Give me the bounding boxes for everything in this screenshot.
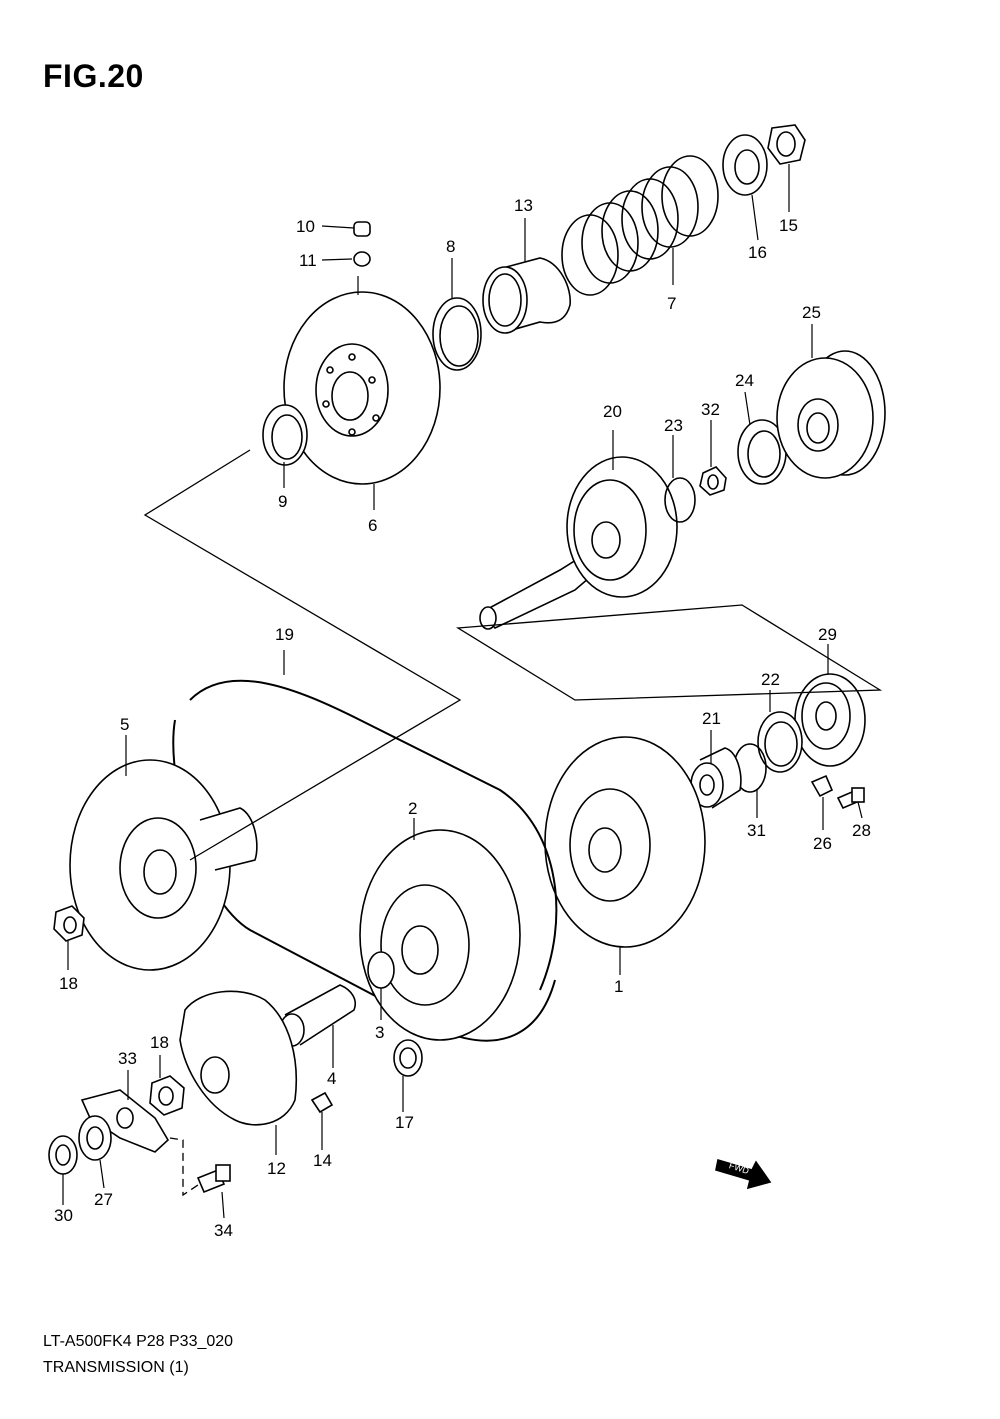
- callout-30: 30: [54, 1206, 73, 1225]
- part-29-bearing: [794, 673, 866, 767]
- callout-27: 27: [94, 1190, 113, 1209]
- callout-2: 2: [408, 799, 417, 818]
- callout-numbers: 1 2 3 4 5 6 7 8 9 10 11 12 13 14 15 16 1…: [54, 196, 871, 1240]
- callout-13: 13: [514, 196, 533, 215]
- callout-10: 10: [296, 217, 315, 236]
- callout-5: 5: [120, 715, 129, 734]
- part-18-nut-lower: [149, 1075, 185, 1116]
- callout-32: 32: [701, 400, 720, 419]
- callout-9: 9: [278, 492, 287, 511]
- fwd-arrow-icon: [715, 1158, 772, 1190]
- callout-12: 12: [267, 1159, 286, 1178]
- callout-17: 17: [395, 1113, 414, 1132]
- part-8-o-ring: [432, 297, 482, 371]
- callout-21: 21: [702, 709, 721, 728]
- callout-24: 24: [735, 371, 754, 390]
- callout-26: 26: [813, 834, 832, 853]
- part-5-drive-plate: [69, 759, 258, 971]
- part-22-oil-seal: [757, 711, 803, 773]
- figure-name: TRANSMISSION (1): [43, 1359, 189, 1376]
- assembly-lines: [143, 449, 883, 1197]
- part-2-clutch-housing: [359, 829, 521, 1041]
- part-11-roller: [353, 251, 371, 267]
- callout-22: 22: [761, 670, 780, 689]
- part-6-drive-face: [283, 291, 441, 485]
- leader-lines: [62, 164, 863, 1219]
- callout-18a: 18: [59, 974, 78, 993]
- part-34-bolt: [196, 1164, 231, 1194]
- callout-14: 14: [313, 1151, 332, 1170]
- part-12-cam: [179, 990, 298, 1126]
- part-17-bushing: [393, 1039, 423, 1077]
- callout-33: 33: [118, 1049, 137, 1068]
- callout-29: 29: [818, 625, 837, 644]
- figure-code: LT-A500FK4 P28 P33_020: [43, 1333, 234, 1350]
- callout-20: 20: [603, 402, 622, 421]
- part-26-plate: [810, 774, 834, 798]
- callout-25: 25: [802, 303, 821, 322]
- part-27-seal: [78, 1115, 112, 1161]
- callout-3: 3: [375, 1023, 384, 1042]
- callout-23: 23: [664, 416, 683, 435]
- part-18-nut-upper: [53, 905, 85, 942]
- part-4-spacer: [279, 984, 356, 1047]
- part-25-clutch: [776, 350, 886, 479]
- part-16-washer: [722, 134, 768, 196]
- part-23-circlip: [664, 477, 696, 523]
- callout-31: 31: [747, 821, 766, 840]
- figure-title: FIG.20: [43, 58, 144, 94]
- callout-7: 7: [667, 294, 676, 313]
- callout-4: 4: [327, 1069, 336, 1088]
- callout-28: 28: [852, 821, 871, 840]
- part-10-pin: [353, 221, 371, 237]
- callout-1: 1: [614, 977, 623, 996]
- callout-8: 8: [446, 237, 455, 256]
- part-30-seal: [48, 1135, 78, 1175]
- callout-15: 15: [779, 216, 798, 235]
- callout-6: 6: [368, 516, 377, 535]
- part-14-clip: [310, 1091, 334, 1114]
- part-21-spacer: [690, 747, 742, 809]
- callout-19: 19: [275, 625, 294, 644]
- callout-11: 11: [299, 251, 317, 270]
- part-7-spring: [561, 155, 719, 296]
- part-1-driven-face: [544, 736, 706, 948]
- part-13-collar: [482, 257, 571, 334]
- part-32-nut: [699, 466, 727, 496]
- callout-34: 34: [214, 1221, 233, 1240]
- callout-18b: 18: [150, 1033, 169, 1052]
- part-3-washer: [367, 951, 395, 989]
- part-20-driven-shaft: [479, 456, 678, 630]
- callout-16: 16: [748, 243, 767, 262]
- part-9-ring: [262, 404, 308, 466]
- part-28-bolt: [836, 787, 865, 810]
- part-15-nut: [767, 124, 806, 165]
